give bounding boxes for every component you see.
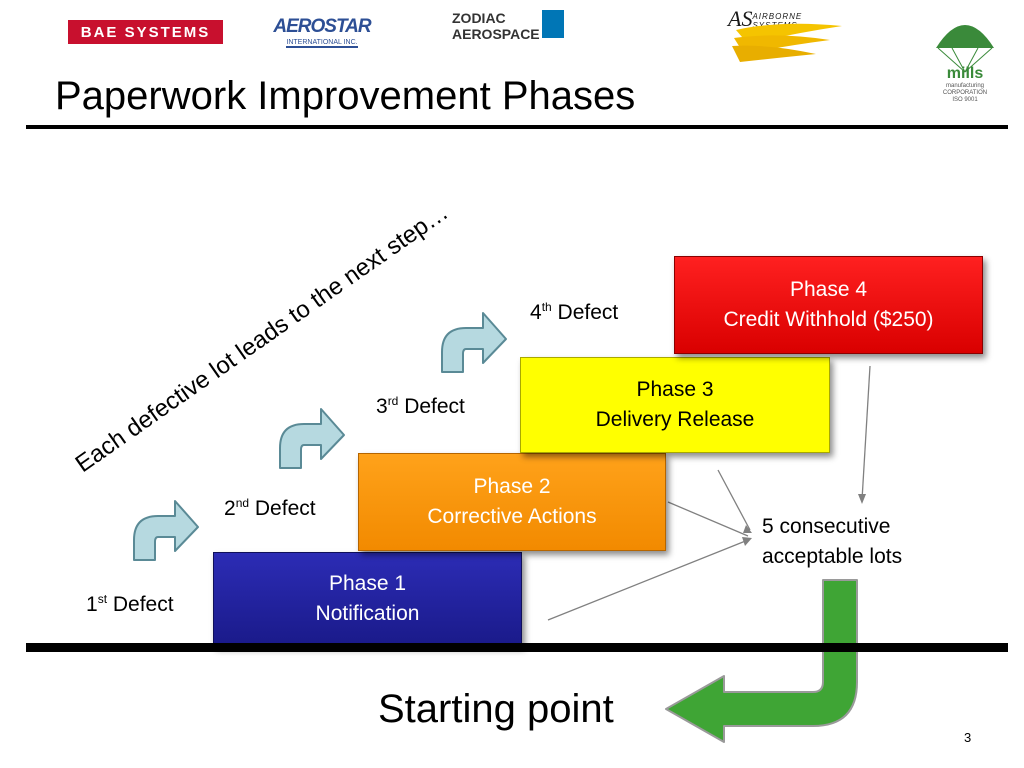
aerostar-logo-text: AEROSTAR [273, 15, 371, 37]
defect-label-3: 3rd Defect [376, 394, 465, 420]
airborne-logo-as: AS [728, 6, 753, 31]
slide-title: Paperwork Improvement Phases [55, 74, 636, 118]
defect-1-number: 1 [86, 593, 98, 616]
defect-4-number: 4 [530, 301, 542, 324]
defect-3-number: 3 [376, 395, 388, 418]
aerostar-logo-subtext: INTERNATIONAL INC. [286, 38, 358, 46]
zodiac-logo-line2: AEROSPACE [452, 26, 540, 42]
defect-4-text: Defect [557, 301, 619, 324]
page-number: 3 [964, 730, 972, 745]
step-arrow-3-icon [441, 312, 507, 373]
phase-4-desc: Credit Withhold ($250) [723, 308, 934, 331]
connector-arrowhead-3 [858, 494, 866, 504]
acceptable-lots-label: 5 consecutive acceptable lots [762, 512, 902, 572]
connector-phase1 [547, 539, 749, 621]
phase-3-desc: Delivery Release [595, 408, 755, 431]
zodiac-mark-icon [542, 10, 564, 38]
zodiac-logo-line1: ZODIAC [452, 10, 506, 26]
mills-logo-line1: manufacturing [945, 82, 985, 89]
connector-phase4 [861, 365, 871, 501]
phase-1-name: Phase 1 [328, 572, 407, 595]
defect-2-text: Defect [254, 497, 316, 520]
connector-phase2 [667, 501, 749, 537]
defect-1-text: Defect [112, 593, 174, 616]
baseline-bar [26, 643, 1008, 652]
title-divider [26, 125, 1008, 129]
defect-3-suffix: rd [387, 394, 399, 408]
defect-label-2: 2nd Defect [224, 496, 316, 522]
connector-arrowhead-1 [742, 537, 752, 546]
phase-2-box: Phase 2 Corrective Actions [358, 453, 666, 551]
starting-point-label: Starting point [378, 687, 614, 731]
acceptable-lots-line1: 5 consecutive [762, 515, 891, 538]
phase-4-box: Phase 4 Credit Withhold ($250) [674, 256, 983, 354]
defect-2-suffix: nd [235, 496, 250, 510]
bae-systems-logo: BAE SYSTEMS [68, 20, 223, 44]
return-arrow-icon [665, 579, 858, 743]
defect-4-suffix: th [541, 300, 552, 314]
defect-label-1: 1st Defect [86, 592, 174, 618]
phase-2-desc: Corrective Actions [427, 505, 597, 528]
phase-2-name: Phase 2 [473, 475, 551, 498]
parachute-icon [936, 25, 994, 73]
acceptable-lots-line2: acceptable lots [762, 545, 903, 568]
phase-3-name: Phase 3 [636, 378, 714, 401]
aerostar-logo: AEROSTAR INTERNATIONAL INC. [273, 10, 371, 52]
defect-1-suffix: st [97, 592, 108, 606]
mills-manufacturing-logo: mills manufacturing CORPORATION ISO 9001 [930, 10, 1000, 104]
mills-logo-name: mills [946, 64, 984, 82]
airborne-wings-icon [732, 23, 842, 62]
phase-3-box: Phase 3 Delivery Release [520, 357, 830, 453]
phase-1-desc: Notification [315, 602, 420, 625]
step-arrow-2-icon [279, 408, 345, 469]
bae-systems-logo-text: BAE SYSTEMS [80, 23, 211, 41]
defect-2-number: 2 [224, 497, 236, 520]
mills-logo-line3: ISO 9001 [952, 96, 978, 103]
step-arrow-1-icon [133, 500, 199, 561]
defect-3-text: Defect [404, 395, 465, 418]
defect-label-4: 4th Defect [530, 300, 618, 326]
connector-arrowhead-2 [743, 525, 752, 533]
aerostar-underline [286, 46, 358, 48]
mills-logo-line2: CORPORATION [942, 89, 988, 96]
zodiac-aerospace-logo: ZODIAC AEROSPACE [452, 8, 548, 44]
connector-phase3 [717, 469, 751, 531]
phase-1-box: Phase 1 Notification [213, 552, 522, 646]
phase-4-name: Phase 4 [789, 278, 868, 301]
